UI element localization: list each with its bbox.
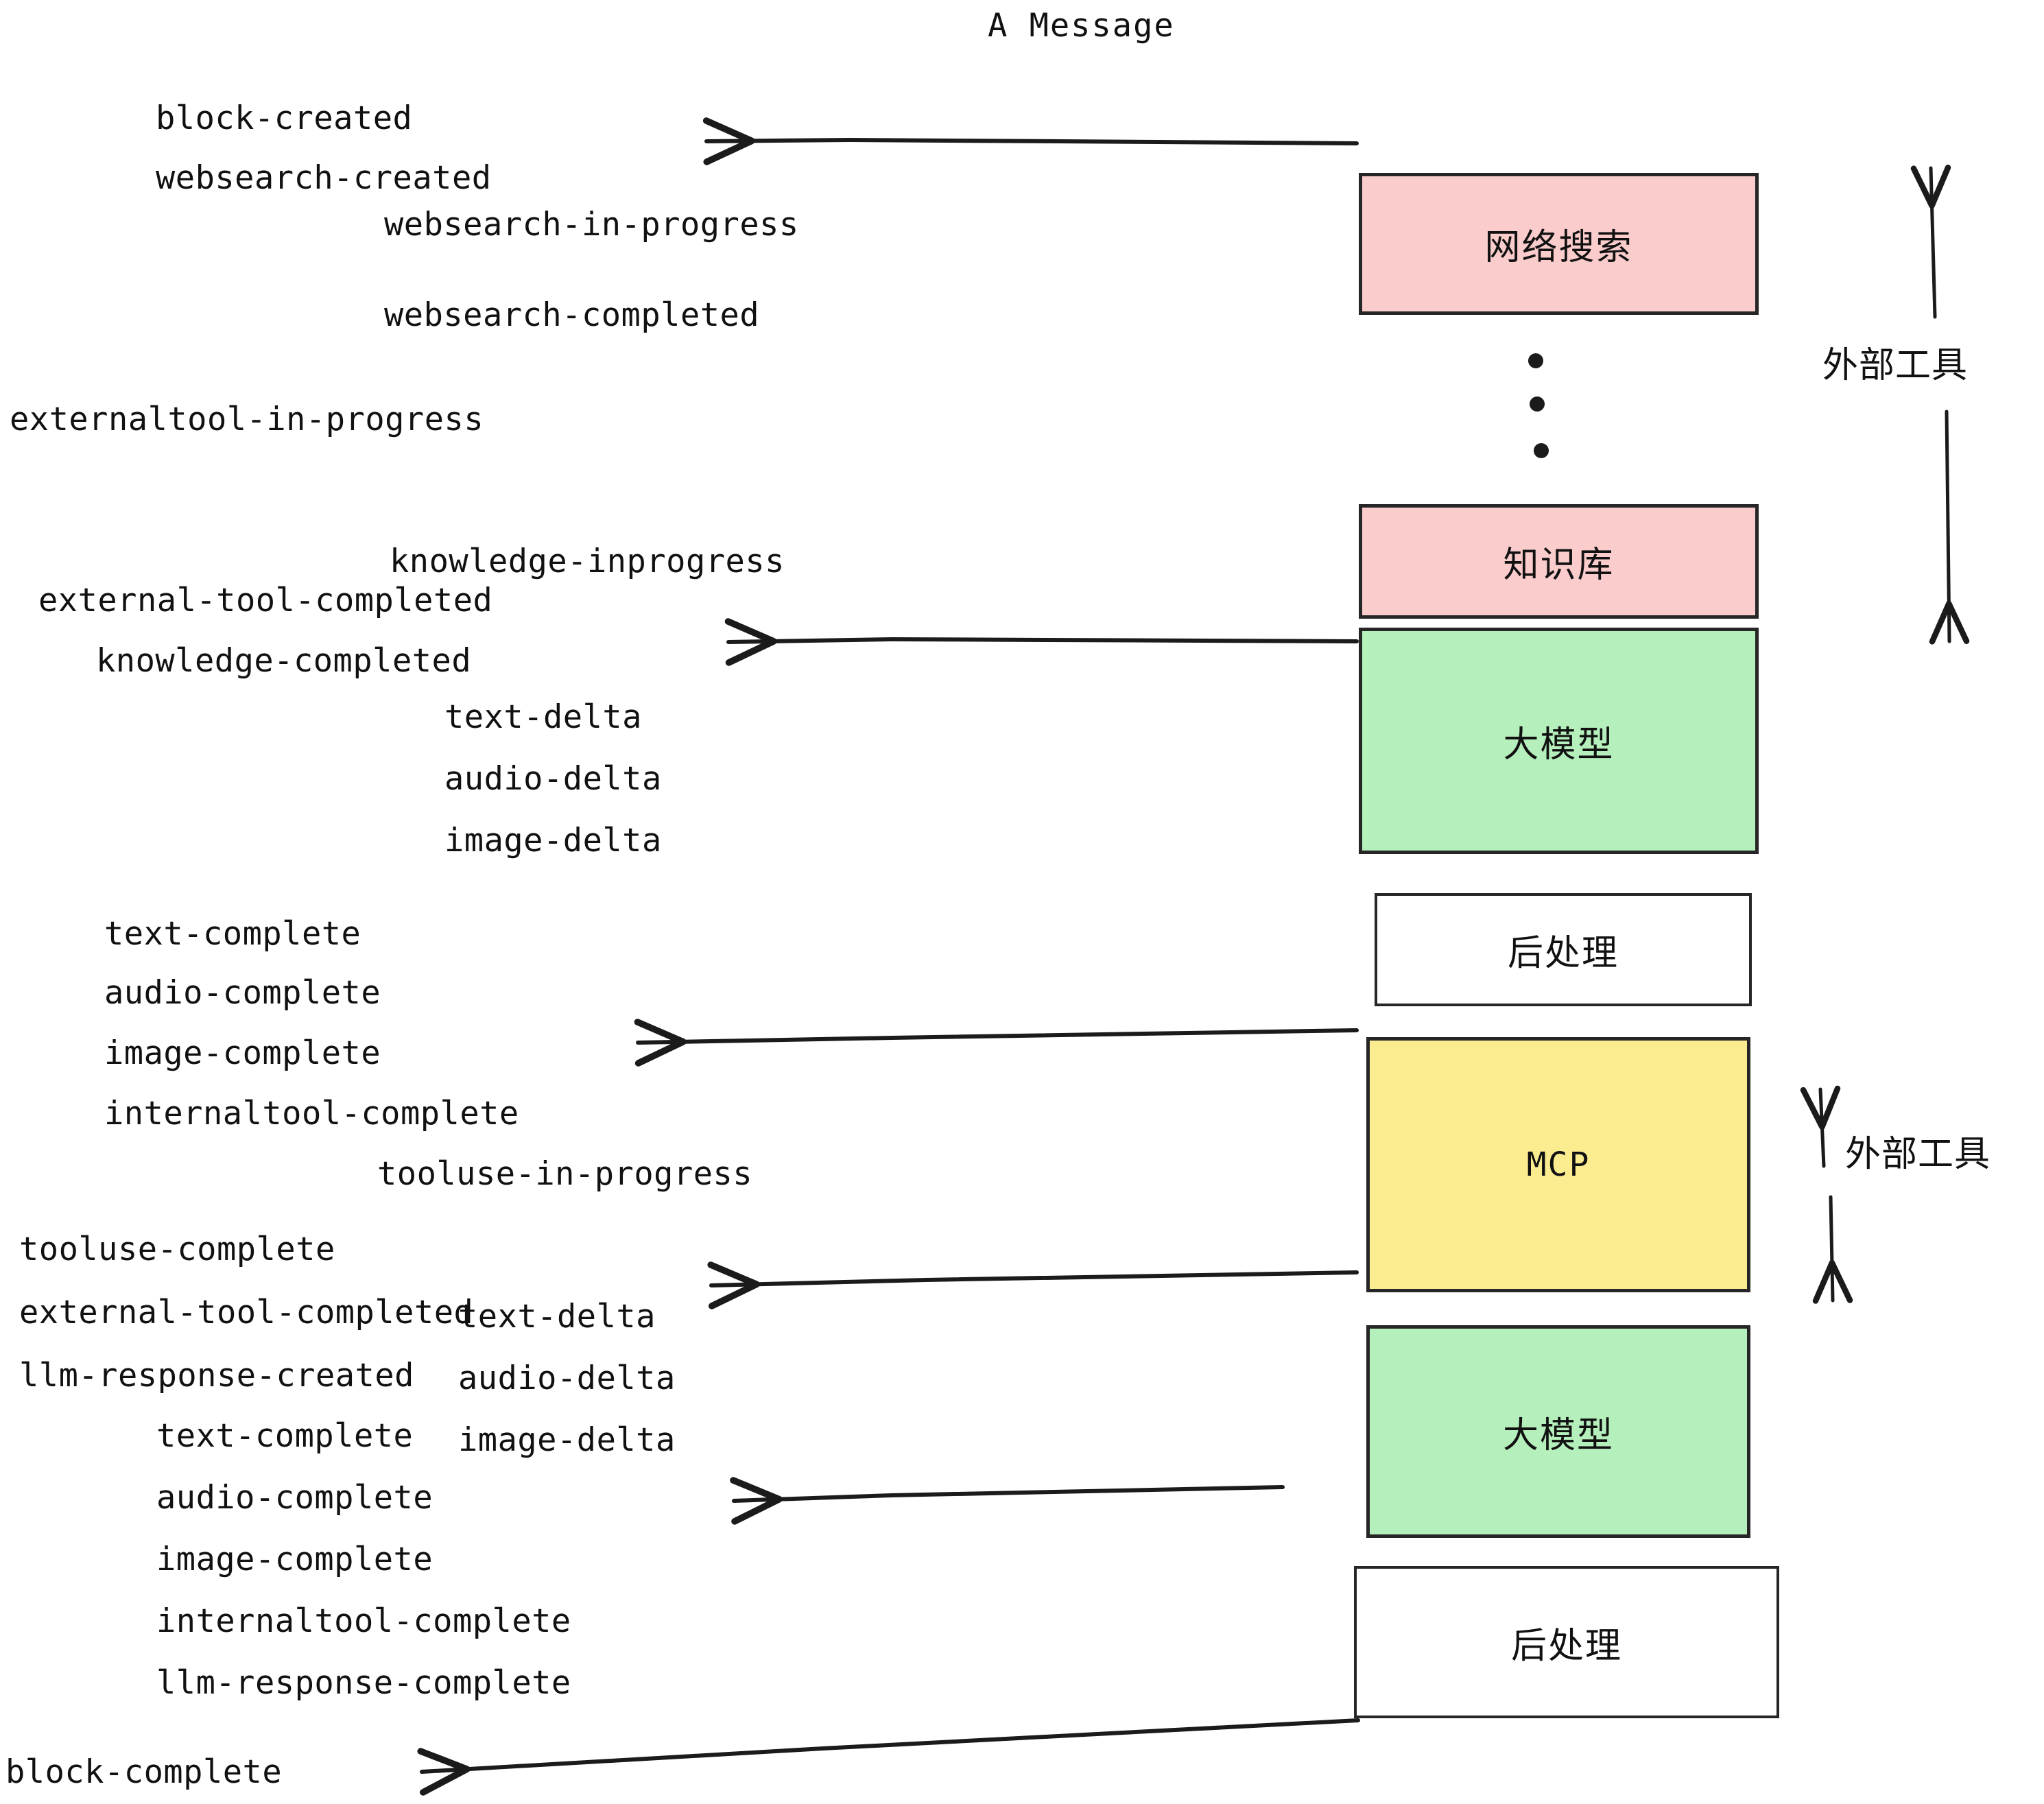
event-audio-delta-1: audio-delta	[444, 760, 662, 798]
event-image-complete-2: image-complete	[156, 1541, 433, 1578]
event-websearch-completed: websearch-completed	[384, 296, 760, 334]
event-tooluse-in-progress: tooluse-in-progress	[377, 1155, 753, 1193]
event-block-created: block-created	[156, 99, 413, 137]
node-llm-1[interactable]: 大模型	[1359, 628, 1759, 854]
node-llm-1-label: 大模型	[1503, 724, 1615, 765]
node-postprocess-1[interactable]: 后处理	[1375, 893, 1752, 1006]
event-knowledge-completed: knowledge-completed	[96, 642, 472, 680]
event-text-delta-1: text-delta	[444, 698, 642, 736]
arrow-external-tools-top-up	[1910, 165, 1951, 319]
event-audio-complete-2: audio-complete	[156, 1479, 433, 1517]
vertical-ellipsis-dot-3	[1534, 443, 1549, 458]
node-websearch-label: 网络搜索	[1484, 227, 1633, 268]
arrow-external-tools-bottom-down	[1812, 1195, 1853, 1304]
node-postprocess-1-label: 后处理	[1507, 933, 1619, 974]
vertical-ellipsis-dot-2	[1530, 396, 1545, 412]
event-internaltool-complete-1: internaltool-complete	[104, 1095, 519, 1132]
node-mcp[interactable]: MCP	[1366, 1037, 1750, 1292]
node-knowledge-label: 知识库	[1503, 545, 1615, 586]
arrow-postproc2-to-blockcomplete	[417, 1718, 1360, 1796]
node-knowledge[interactable]: 知识库	[1359, 504, 1759, 619]
event-image-delta-2: image-delta	[458, 1421, 676, 1459]
event-llm-response-complete: llm-response-complete	[156, 1664, 571, 1702]
event-image-complete-1: image-complete	[104, 1034, 381, 1072]
event-tooluse-complete: tooluse-complete	[19, 1231, 335, 1268]
event-externaltool-in-progress: externaltool-in-progress	[10, 401, 484, 438]
event-websearch-created: websearch-created	[156, 159, 492, 197]
arrow-knowledge-to-knowledgecompleted	[724, 618, 1359, 666]
node-llm-2[interactable]: 大模型	[1366, 1325, 1750, 1538]
arrow-mcp-to-tooluse-complete	[707, 1261, 1359, 1309]
arrow-external-tools-bottom-up	[1800, 1085, 1841, 1168]
event-external-tool-completed-2: external-tool-completed	[19, 1294, 474, 1331]
arrow-external-tools-top-down	[1929, 410, 1970, 645]
event-text-complete-1: text-complete	[104, 915, 361, 953]
event-text-delta-2: text-delta	[458, 1298, 656, 1336]
event-internaltool-complete-2: internaltool-complete	[156, 1602, 571, 1640]
node-websearch[interactable]: 网络搜索	[1359, 173, 1759, 315]
node-postprocess-2[interactable]: 后处理	[1354, 1566, 1779, 1718]
arrow-websearch-to-blockcreated	[702, 117, 1359, 165]
event-image-delta-1: image-delta	[444, 822, 662, 859]
node-postprocess-2-label: 后处理	[1510, 1625, 1622, 1667]
node-mcp-label: MCP	[1526, 1146, 1591, 1184]
event-knowledge-inprogress: knowledge-inprogress	[390, 543, 785, 580]
vertical-ellipsis-dot-1	[1528, 353, 1543, 368]
event-block-complete: block-complete	[5, 1753, 283, 1791]
event-text-complete-2: text-complete	[156, 1417, 414, 1455]
label-external-tools-top: 外部工具	[1822, 345, 1969, 386]
event-audio-delta-2: audio-delta	[458, 1360, 676, 1397]
diagram-title: A Message	[988, 7, 1175, 45]
event-websearch-in-progress: websearch-in-progress	[384, 206, 799, 244]
event-audio-complete-1: audio-complete	[104, 974, 381, 1012]
node-llm-2-label: 大模型	[1502, 1414, 1614, 1456]
arrow-postproc1-to-imagecomplete	[634, 1019, 1359, 1067]
event-llm-response-created: llm-response-created	[19, 1357, 414, 1394]
arrow-llm2-to-audiocomplete	[730, 1477, 1285, 1525]
label-external-tools-bottom: 外部工具	[1845, 1134, 1991, 1175]
event-external-tool-completed-1: external-tool-completed	[38, 582, 493, 619]
